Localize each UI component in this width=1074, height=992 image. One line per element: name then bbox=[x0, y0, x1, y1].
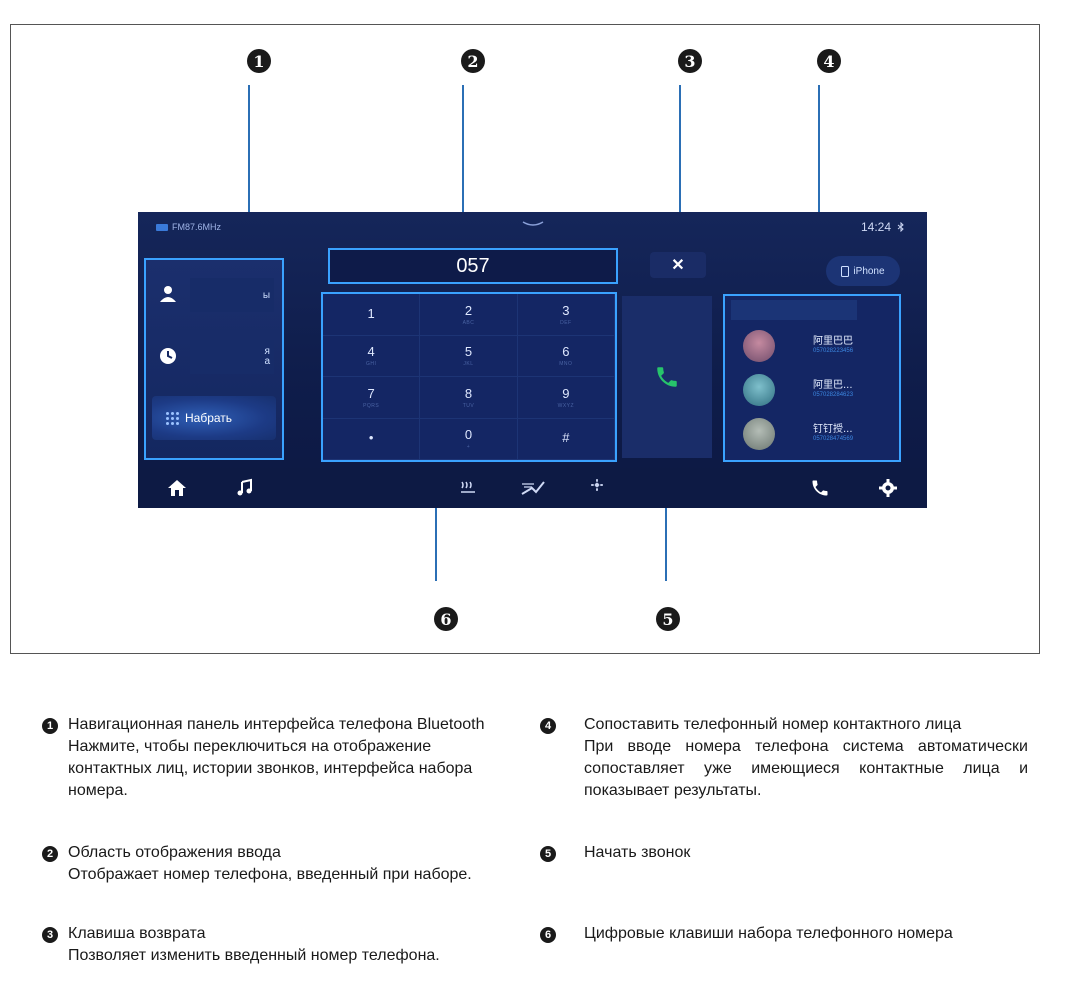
climate-airflow-icon[interactable] bbox=[518, 478, 548, 498]
desc-title: Клавиша возврата bbox=[68, 925, 206, 942]
status-clock: 14:24 bbox=[861, 220, 905, 234]
radio-frequency: FM87.6MHz bbox=[172, 222, 222, 232]
match-header bbox=[731, 300, 857, 320]
radio-icon bbox=[156, 223, 168, 231]
desc-item-2: Область отображения ввода Отображает ном… bbox=[68, 842, 516, 886]
contact-number: 057028284623 bbox=[813, 392, 854, 398]
contact-match-item[interactable]: 阿里巴巴 057028223456 bbox=[743, 328, 893, 364]
avatar bbox=[743, 330, 775, 362]
key-hash[interactable]: # bbox=[517, 418, 615, 460]
avatar bbox=[743, 418, 775, 450]
desc-title: Начать звонок bbox=[584, 844, 691, 861]
bottom-dock bbox=[138, 468, 927, 508]
desc-title: Область отображения ввода bbox=[68, 844, 281, 861]
contact-match-panel: 阿里巴巴 057028223456 阿里巴... 057028284623 钉钉… bbox=[723, 294, 901, 462]
leader-line-2 bbox=[462, 85, 464, 245]
desc-title: Сопоставить телефонный номер контактного… bbox=[584, 716, 962, 733]
desc-item-6: Цифровые клавиши набора телефонного номе… bbox=[584, 923, 1044, 945]
home-icon[interactable] bbox=[166, 478, 188, 498]
pull-down-handle-icon[interactable] bbox=[521, 220, 545, 230]
phone-screen: FM87.6MHz 14:24 ы я а Набрать bbox=[138, 212, 927, 508]
leader-line-3 bbox=[679, 85, 681, 261]
nav-call-history[interactable] bbox=[158, 346, 178, 366]
settings-gear-icon[interactable] bbox=[878, 478, 898, 498]
avatar bbox=[743, 374, 775, 406]
desc-title: Цифровые клавиши набора телефонного номе… bbox=[584, 925, 953, 942]
contact-name: 阿里巴... bbox=[813, 380, 853, 391]
contact-match-item[interactable]: 阿里巴... 057028284623 bbox=[743, 372, 893, 408]
contact-name: 阿里巴巴 bbox=[813, 336, 853, 347]
nav-dial-button[interactable]: Набрать bbox=[152, 396, 276, 440]
desc-body: Отображает номер телефона, введенный при… bbox=[68, 866, 472, 883]
leader-line-4 bbox=[818, 85, 820, 291]
contact-person-icon bbox=[160, 286, 176, 302]
callout-5: 5 bbox=[656, 607, 680, 631]
bluetooth-nav-panel: ы я а Набрать bbox=[144, 258, 284, 460]
desc-badge-1: 1 bbox=[42, 718, 58, 734]
desc-body: Нажмите, чтобы переключиться на отображе… bbox=[68, 738, 473, 799]
contact-number: 057028223456 bbox=[813, 348, 854, 354]
desc-badge-5: 5 bbox=[540, 846, 556, 862]
callout-6: 6 bbox=[434, 607, 458, 631]
clock-history-icon bbox=[160, 348, 176, 364]
number-input-display: 057 bbox=[328, 248, 618, 284]
fan-icon[interactable] bbox=[590, 478, 604, 492]
callout-4: 4 bbox=[817, 49, 841, 73]
leader-line-6 bbox=[435, 461, 437, 581]
bluetooth-icon bbox=[897, 222, 904, 232]
phone-call-icon bbox=[657, 367, 677, 387]
contact-number: 057028474569 bbox=[813, 436, 854, 442]
start-call-button[interactable] bbox=[622, 296, 712, 458]
desc-item-1: Навигационная панель интерфейса телефона… bbox=[68, 714, 516, 802]
desc-title: Навигационная панель интерфейса телефона… bbox=[68, 716, 485, 733]
nav-contacts[interactable] bbox=[158, 284, 178, 304]
nav-history-label: я а bbox=[190, 340, 274, 374]
desc-item-5: Начать звонок bbox=[584, 842, 1028, 864]
backspace-button[interactable]: ✕ bbox=[650, 252, 706, 278]
desc-item-4: Сопоставить телефонный номер контактного… bbox=[584, 714, 1028, 802]
desc-badge-3: 3 bbox=[42, 927, 58, 943]
desc-badge-6: 6 bbox=[540, 927, 556, 943]
key-0[interactable]: 0+ bbox=[420, 418, 518, 460]
seat-heating-icon[interactable] bbox=[458, 478, 478, 498]
nav-contacts-label: ы bbox=[190, 278, 274, 312]
radio-status: FM87.6MHz bbox=[156, 222, 221, 232]
contact-match-item[interactable]: 钉钉授... 057028474569 bbox=[743, 416, 893, 452]
dialpad-grid-icon bbox=[166, 411, 179, 425]
desc-badge-2: 2 bbox=[42, 846, 58, 862]
desc-body: Позволяет изменить введенный номер телеф… bbox=[68, 947, 440, 964]
callout-1: 1 bbox=[247, 49, 271, 73]
music-icon[interactable] bbox=[234, 478, 254, 498]
key-1[interactable]: 1 bbox=[323, 294, 421, 336]
desc-item-3: Клавиша возврата Позволяет изменить введ… bbox=[68, 923, 528, 967]
desc-badge-4: 4 bbox=[540, 718, 556, 734]
contact-name: 钉钉授... bbox=[813, 424, 853, 435]
phone-app-icon[interactable] bbox=[810, 478, 830, 498]
desc-body: При вводе номера телефона система автома… bbox=[584, 738, 1028, 799]
nav-dial-label: Набрать bbox=[185, 411, 233, 425]
key-star[interactable]: • bbox=[323, 418, 421, 460]
clock-time: 14:24 bbox=[860, 220, 891, 234]
device-iphone-button[interactable]: iPhone bbox=[826, 256, 900, 286]
device-name: iPhone bbox=[853, 265, 885, 277]
callout-3: 3 bbox=[678, 49, 702, 73]
smartphone-icon bbox=[841, 265, 850, 277]
callout-2: 2 bbox=[461, 49, 485, 73]
